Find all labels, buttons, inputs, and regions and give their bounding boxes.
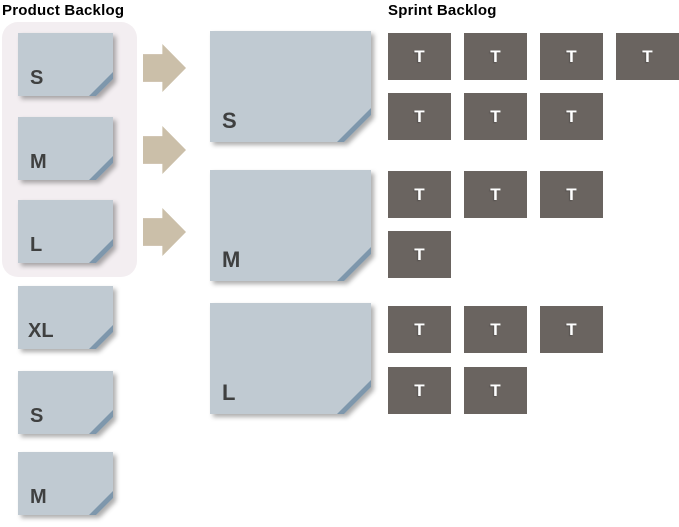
- folded-corner-icon: [89, 72, 113, 96]
- sprint-backlog-title: Sprint Backlog: [388, 2, 497, 19]
- product-note-l: L: [18, 200, 113, 263]
- product-backlog-title: Product Backlog: [2, 2, 125, 19]
- task-card: T: [388, 306, 451, 353]
- note-label: L: [222, 380, 236, 405]
- folded-corner-icon: [89, 410, 113, 434]
- product-note-s: S: [18, 33, 113, 96]
- folded-corner-icon: [337, 108, 371, 142]
- sticky-note: S: [18, 371, 113, 434]
- sprint-story-note-m: M: [210, 170, 371, 281]
- note-label: S: [222, 108, 237, 133]
- note-label: M: [30, 486, 47, 508]
- sprint-story-note-s: S: [210, 31, 371, 142]
- task-card: T: [540, 171, 603, 218]
- note-label: XL: [28, 320, 54, 342]
- task-card: T: [616, 33, 679, 80]
- sticky-note: L: [18, 200, 113, 263]
- folded-corner-icon: [89, 491, 113, 515]
- task-card: T: [388, 33, 451, 80]
- sticky-note: L: [210, 303, 371, 414]
- sprint-story-note-l: L: [210, 303, 371, 414]
- task-card: T: [464, 171, 527, 218]
- task-card: T: [388, 367, 451, 414]
- task-card: T: [464, 306, 527, 353]
- arrow-right-icon: [143, 126, 186, 174]
- product-note-xl: XL: [18, 286, 113, 349]
- sticky-note: M: [18, 452, 113, 515]
- product-note-s-2: S: [18, 371, 113, 434]
- task-card: T: [464, 33, 527, 80]
- task-card: T: [388, 93, 451, 140]
- sticky-note: M: [210, 170, 371, 281]
- folded-corner-icon: [89, 239, 113, 263]
- note-label: L: [30, 234, 43, 256]
- task-card: T: [540, 93, 603, 140]
- task-card: T: [464, 93, 527, 140]
- product-note-m: M: [18, 117, 113, 180]
- folded-corner-icon: [89, 156, 113, 180]
- sticky-note: XL: [18, 286, 113, 349]
- task-card: T: [464, 367, 527, 414]
- task-card: T: [388, 171, 451, 218]
- task-card: T: [540, 33, 603, 80]
- folded-corner-icon: [89, 325, 113, 349]
- sticky-note: M: [18, 117, 113, 180]
- sticky-note: S: [210, 31, 371, 142]
- note-label: M: [30, 151, 47, 173]
- note-label: S: [30, 67, 44, 89]
- arrow-right-icon: [143, 44, 186, 92]
- folded-corner-icon: [337, 247, 371, 281]
- note-label: M: [222, 247, 241, 272]
- task-card: T: [388, 231, 451, 278]
- task-card: T: [540, 306, 603, 353]
- note-label: S: [30, 405, 44, 427]
- arrow-right-icon: [143, 208, 186, 256]
- product-note-m-2: M: [18, 452, 113, 515]
- sticky-note: S: [18, 33, 113, 96]
- folded-corner-icon: [337, 380, 371, 414]
